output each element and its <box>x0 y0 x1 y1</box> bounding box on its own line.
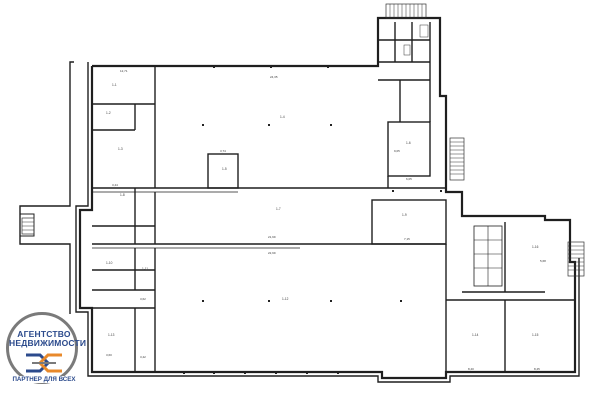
room-label: 1-7 <box>276 207 281 211</box>
dimension: 3,60 <box>106 353 112 357</box>
dimension: 22,99 <box>268 251 276 255</box>
dimension: 3,62 <box>140 297 146 301</box>
dimension: 3,44 <box>112 183 118 187</box>
dimension: 3,74 <box>220 149 226 153</box>
room-label: 1-6 <box>406 141 411 145</box>
dimension: 8,40 <box>468 367 474 371</box>
outer-walls <box>19 16 580 383</box>
staircases <box>21 3 585 277</box>
room-label: 1-1 <box>112 83 117 87</box>
dimension: 21,99 <box>268 235 276 239</box>
dimension: 12,71 <box>120 69 128 73</box>
room-labels: 1-1 1-2 1-3 1-4 1-5 1-6 1-7 1-8 1-9 1-10… <box>106 83 539 337</box>
logo-line1: АГЕНТСТВО <box>17 329 71 339</box>
agency-logo: АГЕНТСТВО НЕДВИЖИМОСТИ ПАРТНЕР ДЛЯ ВСЕХ <box>6 312 87 392</box>
dimension: 9,05 <box>394 149 400 153</box>
room-label: 1-13 <box>108 333 115 337</box>
dimension: 6,05 <box>406 177 412 181</box>
room-label: 1-16 <box>532 245 539 249</box>
dimension-labels: 12,71 24,35 3,74 3,44 21,99 22,99 7,15 8… <box>106 69 546 371</box>
room-label: 1-8 <box>120 193 125 197</box>
room-label: 1-15 <box>532 333 539 337</box>
logo-mark-icon <box>26 353 62 373</box>
room-label: 1-14 <box>472 333 479 337</box>
room-label: 1-5 <box>222 167 227 171</box>
dimension: 5,68 <box>540 259 546 263</box>
dimension: 24,35 <box>270 75 278 79</box>
room-label: 1-12 <box>282 297 289 301</box>
logo-title: АГЕНТСТВО НЕДВИЖИМОСТИ <box>9 329 87 348</box>
columns <box>183 66 442 374</box>
interior-walls <box>92 22 575 372</box>
dimension: 7,15 <box>404 237 410 241</box>
dimension: 3,42 <box>140 355 146 359</box>
room-label: 1-10 <box>106 261 113 265</box>
logo-tagline: ПАРТНЕР ДЛЯ ВСЕХ <box>6 376 82 383</box>
dimension: 8,45 <box>534 367 540 371</box>
room-label: 1-9 <box>402 213 407 217</box>
room-label: 1-3 <box>118 147 123 151</box>
logo-line2: НЕДВИЖИМОСТИ <box>9 338 87 348</box>
room-label: 1-4 <box>280 115 285 119</box>
room-label: 1-2 <box>106 111 111 115</box>
room-label: 1-11 <box>142 267 148 271</box>
